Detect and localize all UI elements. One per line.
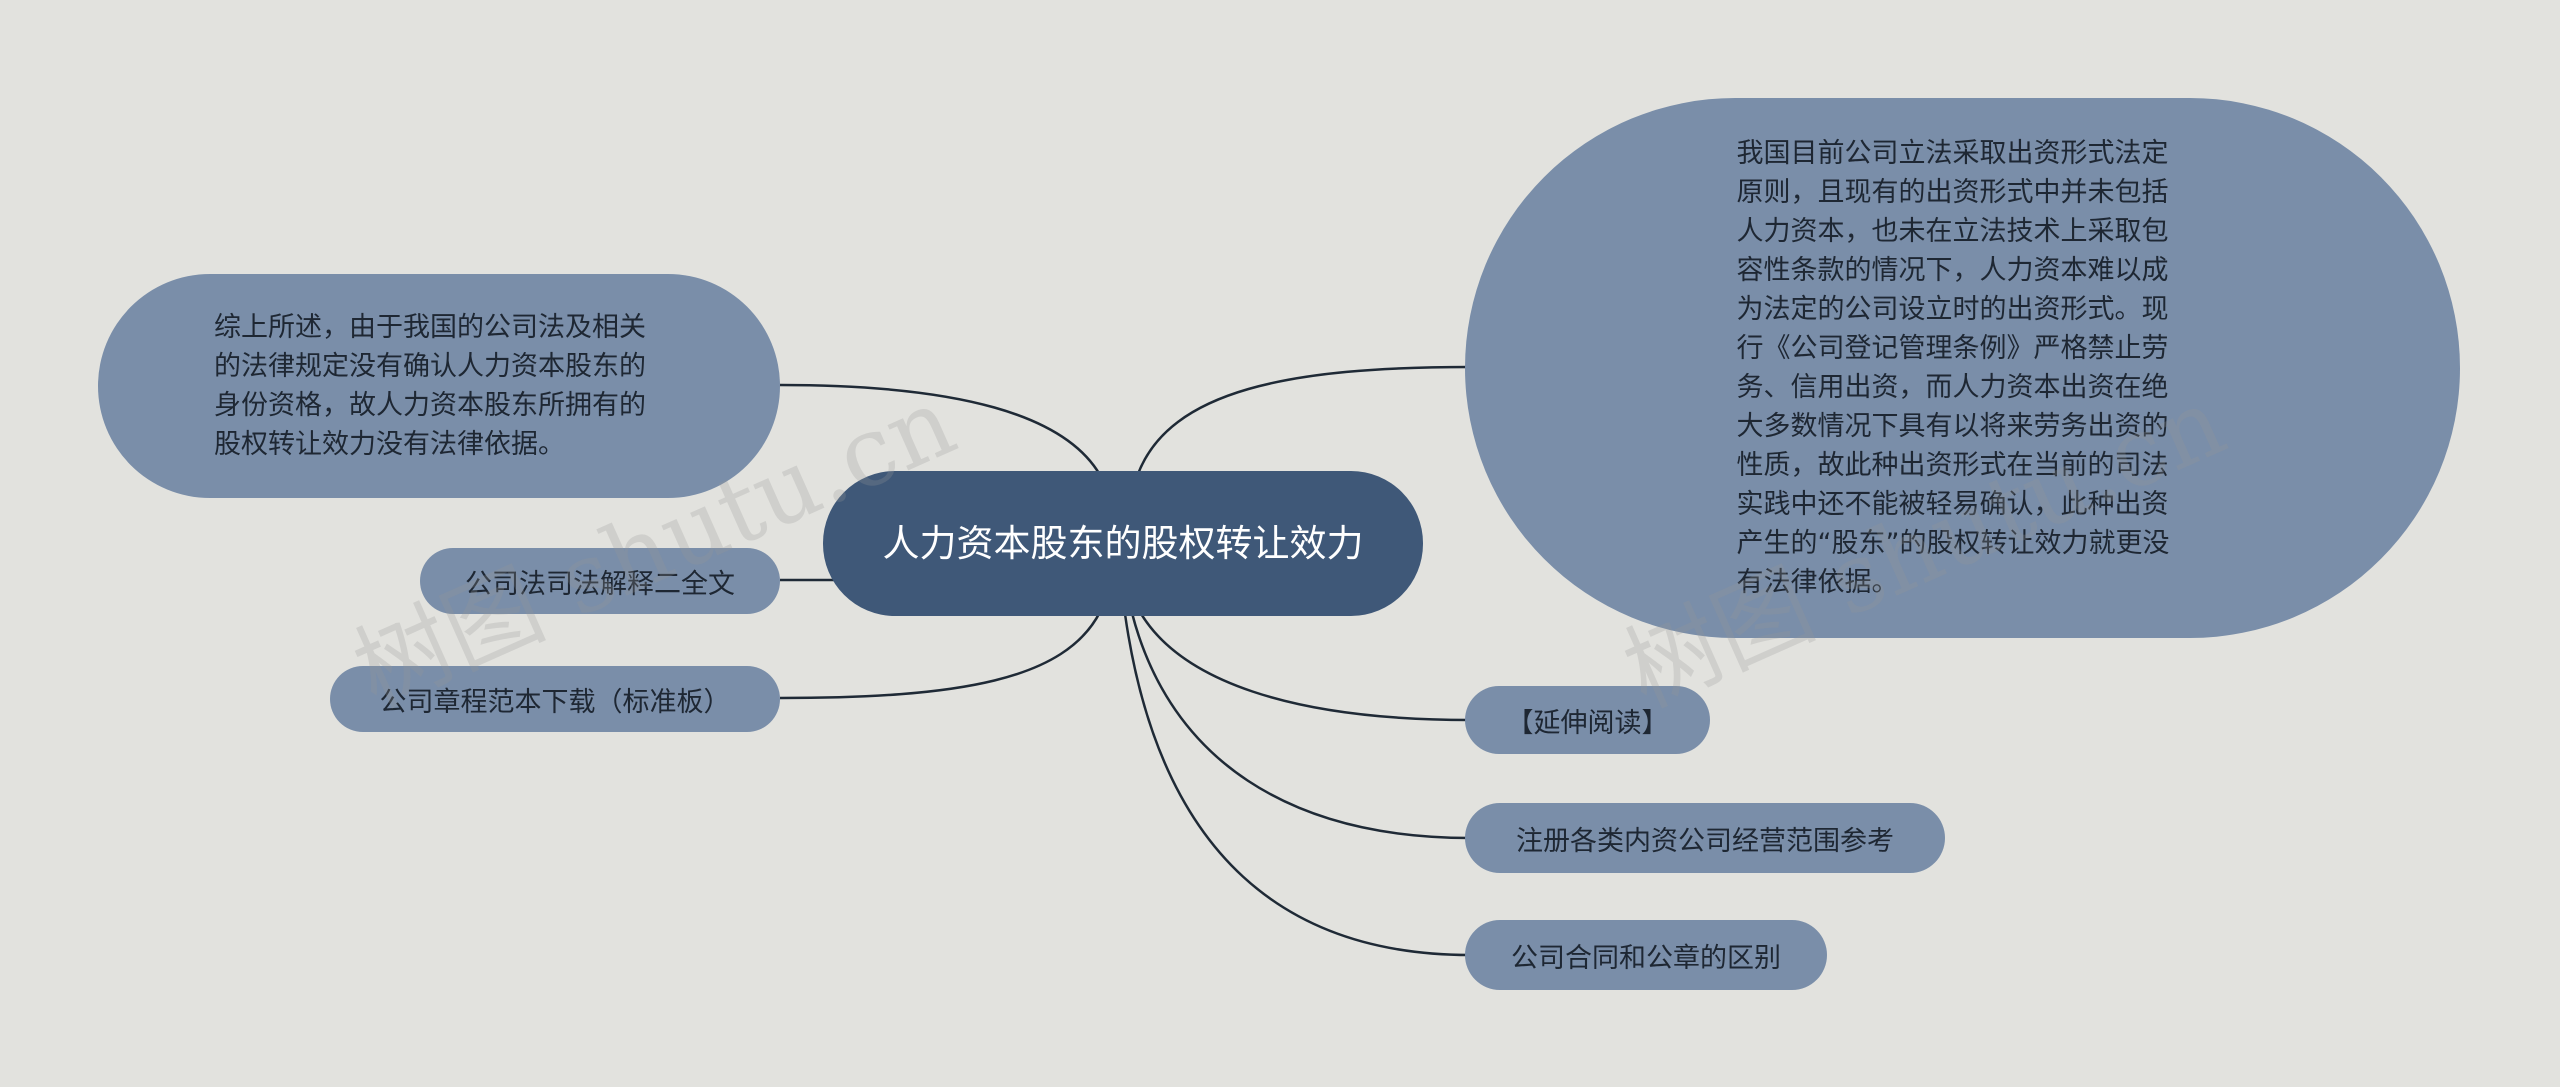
node-extend-label: 【延伸阅读】 [1506,707,1669,739]
central-topic[interactable]: 人力资本股东的股权转让效力 [823,471,1423,616]
node-summary[interactable]: 综上所述，由于我国的公司法及相关的法律规定没有确认人力资本股东的身份资格，故人力… [98,274,780,498]
node-charter-label: 公司章程范本下载（标准板） [379,686,731,718]
central-topic-label: 人力资本股东的股权转让效力 [882,521,1364,565]
node-detail[interactable]: 我国目前公司立法采取出资形式法定原则，且现有的出资形式中并未包括人力资本，也未在… [1465,98,2460,638]
link-extend [1138,611,1471,722]
node-contract-label: 公司合同和公章的区别 [1511,942,1781,974]
link-scope [1130,612,1471,840]
node-extend[interactable]: 【延伸阅读】 [1465,686,1710,754]
node-scope-label: 注册各类内资公司经营范围参考 [1516,825,1894,857]
node-charter[interactable]: 公司章程范本下载（标准板） [330,666,780,732]
node-contract[interactable]: 公司合同和公章的区别 [1465,920,1827,990]
node-detail-text: 我国目前公司立法采取出资形式法定原则，且现有的出资形式中并未包括人力资本，也未在… [1736,138,2170,598]
node-judicial-label: 公司法司法解释二全文 [465,568,735,600]
link-detail [1136,365,1471,475]
link-contract [1123,613,1471,957]
node-summary-text: 综上所述，由于我国的公司法及相关的法律规定没有确认人力资本股东的身份资格，故人力… [214,312,646,460]
node-judicial[interactable]: 公司法司法解释二全文 [420,548,780,614]
node-scope[interactable]: 注册各类内资公司经营范围参考 [1465,803,1945,873]
link-summary [779,383,1102,476]
link-charter [779,611,1102,700]
